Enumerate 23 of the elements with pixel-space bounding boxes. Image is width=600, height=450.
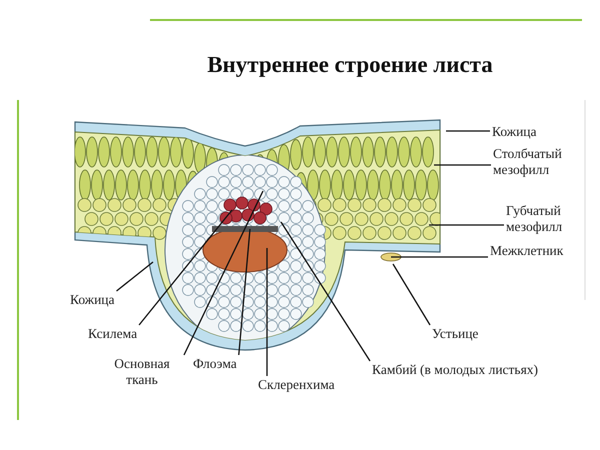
leader-line (183, 190, 264, 356)
part-label: Кожица (70, 292, 115, 308)
part-label: Межклетник (490, 243, 564, 259)
part-label: Основная ткань (102, 356, 182, 388)
leader-line (116, 262, 154, 292)
leader-line (238, 228, 251, 356)
leader-line (391, 256, 488, 258)
title: Внутреннее строение листа (206, 52, 494, 78)
part-label: Кожица (492, 124, 537, 140)
leader-line (434, 164, 491, 166)
part-label: Флоэма (193, 356, 237, 372)
part-label: Склеренхима (258, 377, 335, 393)
part-label: Устьице (432, 326, 478, 342)
part-label: Ксилема (88, 326, 138, 342)
leader-line (429, 224, 504, 226)
part-label: Столбчатый мезофилл (493, 146, 571, 178)
leader-line (446, 130, 490, 132)
part-label: Губчатый мезофилл (506, 203, 584, 234)
leader-line (266, 248, 268, 376)
part-label: Камбий (в молодых листьях) (372, 362, 538, 378)
leader-line (392, 264, 431, 326)
leader-line (138, 210, 232, 326)
leader-line (280, 222, 371, 362)
